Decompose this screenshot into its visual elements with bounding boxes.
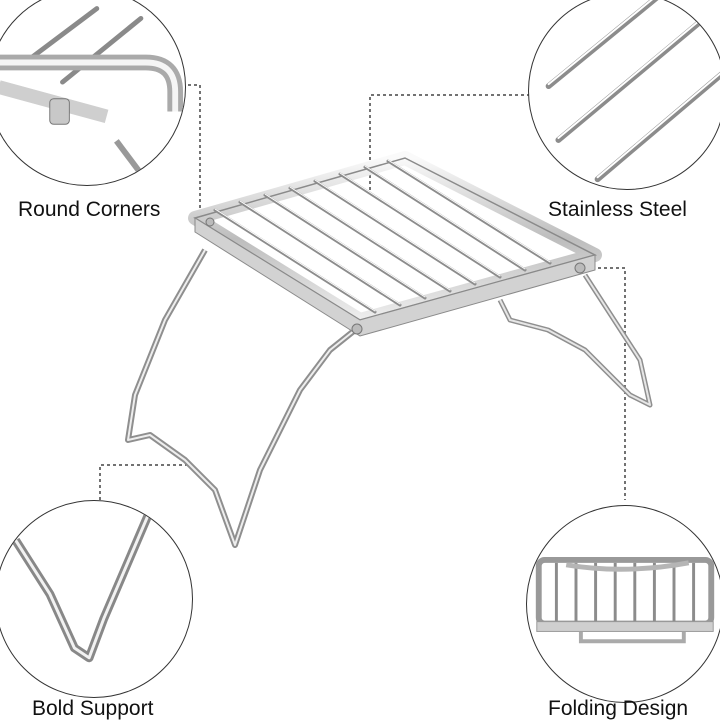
round-corners-label: Round Corners [18, 198, 161, 221]
stainless-steel-callout [528, 0, 720, 190]
folding-design-label: Folding Design [548, 697, 689, 720]
stainless-steel-label: Stainless Steel [548, 198, 687, 221]
bold-support-label: Bold Support [32, 697, 154, 720]
folding-design-callout [526, 505, 720, 703]
leader-stainless-steel [369, 94, 530, 190]
bold-support-callout [0, 500, 193, 698]
leader-round-corners [188, 84, 201, 225]
